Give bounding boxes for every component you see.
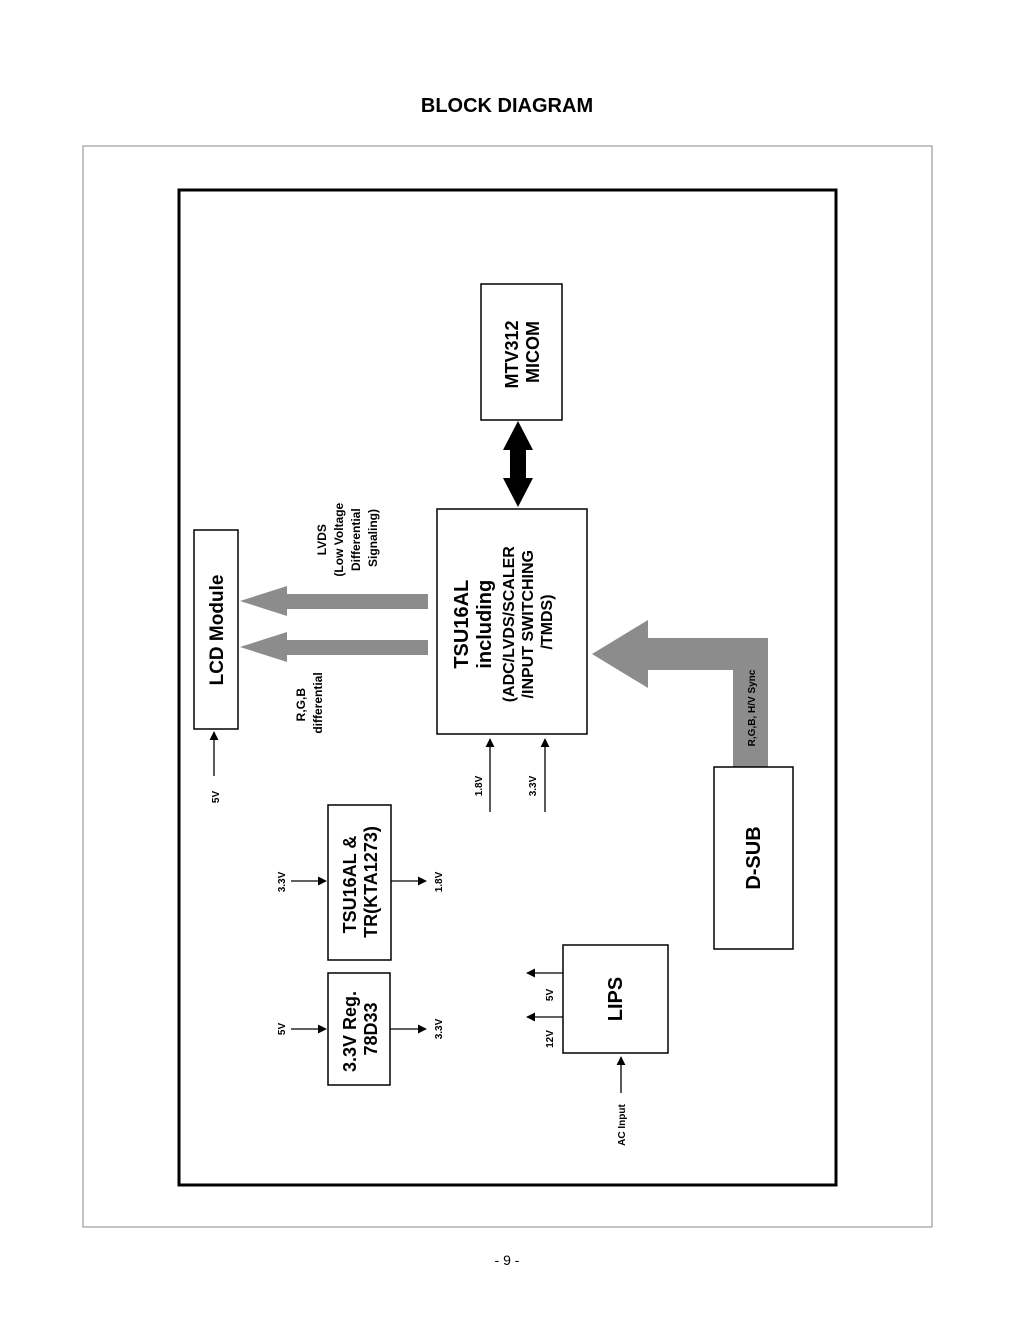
micom-bus-arrow bbox=[503, 421, 533, 507]
svg-text:TSU16AL & TR(KTA1273): TSU16AL & TR(KTA1273) bbox=[340, 826, 381, 938]
scaler-1v8-label: 1.8V bbox=[474, 775, 485, 796]
scaler-label-line2: including bbox=[474, 580, 496, 669]
svg-text:TSU16AL including: TSU16AL including (ADC/LVDS/SCALER /INPU… bbox=[451, 542, 556, 703]
scaler-label-line3: (ADC/LVDS/SCALER bbox=[501, 546, 518, 703]
rgb-differential-label: R,G,B differential bbox=[294, 672, 325, 733]
tsu-tr-3v3-label: 3.3V bbox=[277, 871, 288, 892]
dsub-signal-arrow bbox=[592, 620, 768, 768]
regulator-label-line1: 3.3V Reg. bbox=[340, 991, 360, 1072]
scaler-block: TSU16AL including (ADC/LVDS/SCALER /INPU… bbox=[436, 508, 588, 735]
diagram-frame bbox=[177, 188, 838, 1187]
lips-block: LIPS bbox=[562, 944, 669, 1054]
lcd-module-label: LCD Module bbox=[207, 575, 228, 686]
scaler-3v3-label: 3.3V bbox=[528, 775, 539, 796]
svg-text:MTV312 MICOM: MTV312 MICOM bbox=[502, 315, 543, 388]
regulator-label-line2: 78D33 bbox=[361, 1002, 381, 1055]
ac-input-label: AC Input bbox=[617, 1104, 628, 1146]
rgb-differential-arrow bbox=[240, 632, 428, 662]
regulator-5v-label: 5V bbox=[277, 1023, 288, 1036]
tsu-tr-1v8-label: 1.8V bbox=[434, 871, 445, 892]
dsub-block: D-SUB bbox=[713, 766, 794, 950]
regulator-3v3-label: 3.3V bbox=[434, 1018, 445, 1039]
rgb-label-line2: differential bbox=[311, 672, 325, 733]
lvds-label-line3: Differential bbox=[349, 508, 363, 571]
page-title: BLOCK DIAGRAM bbox=[421, 95, 593, 117]
lvds-label-line4: Signaling) bbox=[366, 509, 380, 567]
micom-label-line1: MTV312 bbox=[502, 320, 522, 388]
outer-frame bbox=[82, 145, 933, 1228]
lcd-module-block: LCD Module bbox=[193, 529, 239, 730]
svg-text:3.3V Reg. 78D33: 3.3V Reg. 78D33 bbox=[340, 986, 381, 1072]
lcd-5v-label: 5V bbox=[211, 791, 222, 804]
micom-label-line2: MICOM bbox=[523, 321, 543, 383]
dsub-label: D-SUB bbox=[743, 826, 765, 889]
tsu-tr-label-line1: TSU16AL & bbox=[340, 836, 360, 934]
dsub-sync-label: R,G,B, H/V Sync bbox=[747, 669, 758, 746]
scaler-label-line5: /TMDS) bbox=[539, 594, 556, 649]
lvds-label-line2: (Low Voltage bbox=[332, 502, 346, 576]
lvds-label: LVDS (Low Voltage Differential Signaling… bbox=[315, 499, 380, 576]
lvds-label-line1: LVDS bbox=[315, 524, 329, 555]
page-number: - 9 - bbox=[495, 1252, 520, 1268]
lips-label: LIPS bbox=[605, 977, 627, 1021]
rgb-label-line1: R,G,B bbox=[294, 688, 308, 722]
lips-5v-label: 5V bbox=[545, 989, 556, 1002]
regulator-block: 3.3V Reg. 78D33 bbox=[327, 972, 391, 1086]
scaler-label-line4: /INPUT SWITCHING bbox=[520, 550, 537, 698]
lvds-arrow bbox=[240, 586, 428, 616]
tsu-tr-block: TSU16AL & TR(KTA1273) bbox=[327, 804, 392, 961]
micom-block: MTV312 MICOM bbox=[480, 283, 563, 421]
scaler-label-line1: TSU16AL bbox=[451, 580, 473, 669]
lips-12v-label: 12V bbox=[545, 1030, 556, 1048]
tsu-tr-label-line2: TR(KTA1273) bbox=[361, 826, 381, 938]
